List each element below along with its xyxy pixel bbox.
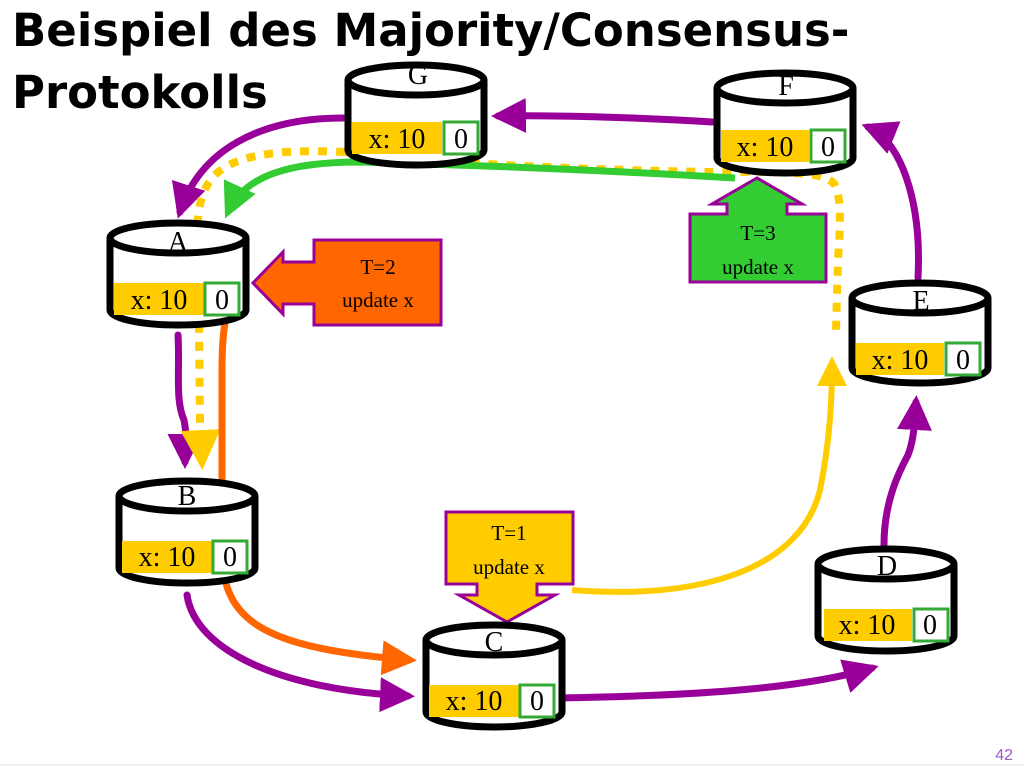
callout-t1-shape <box>444 510 575 624</box>
db-node-a-name: A <box>168 227 189 258</box>
db-node-f: F x: 10 0 <box>713 69 857 177</box>
callout-t2-line1: T=2 <box>360 255 395 279</box>
db-node-f-timestamp: 0 <box>821 132 835 163</box>
db-node-c-top <box>422 621 566 659</box>
db-node-f-name: F <box>778 71 794 102</box>
db-node-a-value-box <box>114 283 204 315</box>
db-node-a-timestamp: 0 <box>215 285 229 316</box>
db-node-c-name: C <box>485 627 504 658</box>
db-node-d-value-box <box>824 609 912 641</box>
ring-arrow-f-to-g <box>491 98 716 134</box>
callout-t3-shape <box>688 176 828 284</box>
page-number: 42 <box>995 747 1013 764</box>
ring-arrow-c-to-d <box>554 659 879 702</box>
ring-arrows <box>167 98 932 713</box>
update-arrow-t2 <box>218 282 417 676</box>
db-node-c-value-box <box>429 685 519 717</box>
db-node-d-name: D <box>877 551 897 582</box>
db-node-g-name: G <box>408 60 428 91</box>
db-node-b-name: B <box>178 481 197 512</box>
ring-arrow-a-to-b <box>167 331 203 469</box>
db-node-e-timestamp: 0 <box>956 345 970 376</box>
update-arrow-t1 <box>571 356 847 595</box>
db-node-a-top <box>106 219 250 257</box>
dotted-quorum-path <box>180 147 844 470</box>
ring-arrow-b-to-c <box>183 591 415 713</box>
callout-t1-line1: T=1 <box>491 521 526 545</box>
slide-title-line1: Beispiel des Majority/Consensus- <box>12 4 849 57</box>
db-node-b-value-box <box>122 541 212 573</box>
db-node-e-value: x: 10 <box>872 345 929 376</box>
db-node-b: B x: 10 0 <box>115 477 259 587</box>
callout-t3: T=3 update x <box>688 176 828 284</box>
callout-t2: T=2 update x <box>250 238 443 327</box>
db-node-e: E x: 10 0 <box>848 279 992 387</box>
callout-t3-line2: update x <box>722 255 794 279</box>
slide-title-line2: Protokolls <box>12 66 268 119</box>
db-node-g-value: x: 10 <box>369 124 426 155</box>
db-node-d-top <box>814 545 958 583</box>
db-node-g-ts-box <box>442 120 480 156</box>
callout-t3-line1: T=3 <box>740 221 775 245</box>
db-node-d: D x: 10 0 <box>814 545 958 655</box>
db-node-g-timestamp: 0 <box>454 124 468 155</box>
callout-t1: T=1 update x <box>444 510 575 624</box>
db-node-d-value: x: 10 <box>839 610 896 641</box>
callout-t2-shape <box>250 238 443 327</box>
db-node-f-top <box>713 69 857 107</box>
db-node-a-ts-box <box>203 281 241 317</box>
db-node-e-value-box <box>856 343 944 375</box>
db-node-b-timestamp: 0 <box>223 542 237 573</box>
db-node-g-value-box <box>352 122 442 154</box>
db-node-g: G x: 10 0 <box>344 60 488 169</box>
db-node-e-name: E <box>912 286 929 317</box>
db-node-f-ts-box <box>809 128 847 164</box>
ring-arrow-d-to-e <box>880 395 932 549</box>
dotted-path-top <box>344 148 844 331</box>
db-node-a: A x: 10 0 <box>106 219 250 329</box>
callout-t1-line2: update x <box>473 555 545 579</box>
ring-arrow-g-to-a <box>171 114 347 219</box>
callout-t2-line2: update x <box>342 288 414 312</box>
db-node-f-value: x: 10 <box>737 132 794 163</box>
db-node-b-top <box>115 477 259 515</box>
db-node-a-value: x: 10 <box>131 285 188 316</box>
db-node-c-timestamp: 0 <box>530 686 544 717</box>
db-node-c: C x: 10 0 <box>422 621 566 731</box>
db-node-d-ts-box <box>912 607 950 643</box>
ring-arrow-e-to-f <box>861 121 922 282</box>
db-node-d-timestamp: 0 <box>923 610 937 641</box>
dotted-path-left <box>180 147 346 470</box>
db-node-e-ts-box <box>944 341 982 377</box>
db-node-g-top <box>344 61 488 99</box>
db-node-b-value: x: 10 <box>139 542 196 573</box>
db-node-b-ts-box <box>211 539 249 575</box>
db-node-f-value-box <box>721 130 809 162</box>
db-node-e-top <box>848 279 992 317</box>
db-node-c-value: x: 10 <box>446 686 503 717</box>
db-node-c-ts-box <box>518 683 556 719</box>
